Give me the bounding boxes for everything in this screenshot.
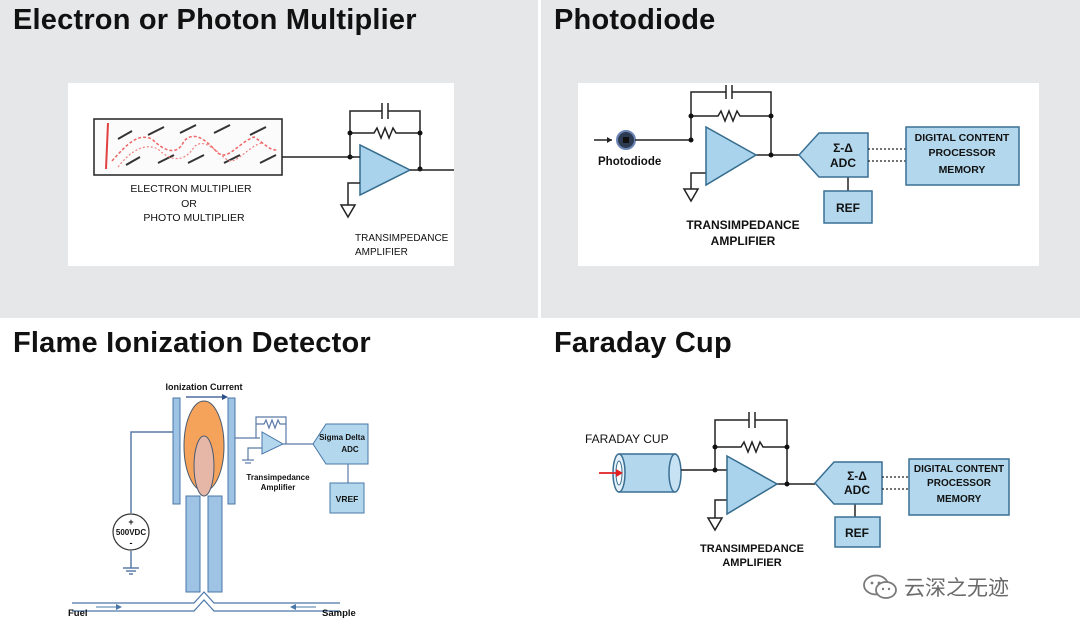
quadrant-fid: Flame Ionization Detector Ionization Cur… [0,320,538,633]
burner-jet [185,495,223,593]
photodiode-sensor [616,130,636,150]
feedback-network [349,103,421,169]
quadrant-title: Electron or Photon Multiplier [13,4,417,36]
adc-block [312,423,369,465]
amp-label-2: AMPLIFIER [355,247,408,258]
voltage-source [112,513,150,551]
quadrant-faraday: Faraday Cup FARADAY CUP Σ-Δ [541,320,1080,633]
multiplier-label-3: PHOTO MULTIPLIER [143,212,245,224]
arrow-icon [222,394,228,400]
vref-block [329,482,365,514]
processor-block [905,126,1020,186]
processor-label-1: DIGITAL CONTENT [914,464,1004,475]
voltage-label: 500VDC [116,528,146,537]
quadrant-photodiode: Photodiode Photodiode [541,0,1080,318]
amp-label-1: TRANSIMPEDANCE [355,233,449,244]
processor-label-1: DIGITAL CONTENT [915,132,1010,144]
fid-diagram: Ionization Current Fuel Sample [68,382,369,619]
processor-block [908,458,1010,516]
arrow-icon [290,604,296,610]
amp-label-1: TRANSIMPEDANCE [686,218,799,232]
adc-label-1: Sigma Delta [319,433,365,442]
multiplier-label-2: OR [181,198,197,210]
processor-label-2: PROCESSOR [927,478,992,489]
multiplier-tube [93,118,354,176]
flame-icon [183,400,225,497]
left-electrode [172,397,181,505]
watermark-text: 云深之无迹 [904,576,1009,600]
adc-block [797,132,869,178]
processor-label-2: PROCESSOR [928,147,996,159]
svg-text:+: + [128,517,133,527]
svg-text:-: - [130,538,133,548]
op-amp [726,454,779,516]
amp-label-2: Amplifier [261,483,296,492]
right-electrode [227,397,236,505]
op-amp [359,143,412,197]
diagram-panel: Photodiode Σ-Δ ADC [578,83,1039,266]
junction-dots [712,444,790,487]
processor-label-3: MEMORY [937,494,982,505]
ref-label: REF [836,201,860,215]
op-amp [705,125,758,187]
faraday-cup-sensor [612,453,682,493]
amp-label-2: AMPLIFIER [711,234,776,248]
sample-label: Sample [322,608,356,619]
sensor-label: Photodiode [598,156,661,168]
processor-label-3: MEMORY [939,164,986,176]
quadrant-title: Flame Ionization Detector [13,327,371,359]
quadrant-title: Faraday Cup [554,327,732,359]
electron-multiplier-circuit: ELECTRON MULTIPLIER OR PHOTO MULTIPLIER [93,103,454,258]
adc-label-2: ADC [830,156,856,170]
ref-label: REF [845,526,869,540]
adc-label-1: Σ-Δ [847,469,867,483]
arrow-icon [616,469,623,477]
amp-label-1: Transimpedance [246,473,310,482]
junction-dots [688,113,774,158]
photodiode-circuit: Photodiode Σ-Δ ADC [594,85,1020,248]
ground-icon [682,188,700,203]
vref-label: VREF [336,494,359,504]
arrow-icon [607,137,612,143]
watermark: 云深之无迹 [862,572,1009,602]
quadrant-title: Photodiode [554,4,716,36]
divider-horizontal [0,318,1080,320]
ground-icon [123,567,139,575]
quadrant-electron-multiplier: Electron or Photon Multiplier [0,0,538,318]
adc-label-1: Σ-Δ [833,141,853,155]
adc-label-2: ADC [844,483,870,497]
faraday-circuit: FARADAY CUP Σ-Δ ADC REF [585,412,1010,569]
multiplier-label-1: ELECTRON MULTIPLIER [130,183,252,195]
ground-icon [706,517,724,532]
sensor-label: FARADAY CUP [585,432,669,446]
divider-vertical [538,0,541,318]
diagram-panel: ELECTRON MULTIPLIER OR PHOTO MULTIPLIER [68,83,454,266]
ref-block [823,190,873,224]
wechat-icon [863,574,897,599]
op-amp [261,431,285,455]
current-label: Ionization Current [166,382,243,392]
arrow-icon [116,604,122,610]
ground-icon [242,459,254,464]
ground-icon [339,204,357,219]
amp-label-1: TRANSIMPEDANCE [700,543,804,555]
adc-block [813,461,883,505]
adc-label-2: ADC [341,445,359,454]
ref-block [834,516,881,548]
amp-label-2: AMPLIFIER [722,557,781,569]
fuel-label: Fuel [68,608,88,619]
